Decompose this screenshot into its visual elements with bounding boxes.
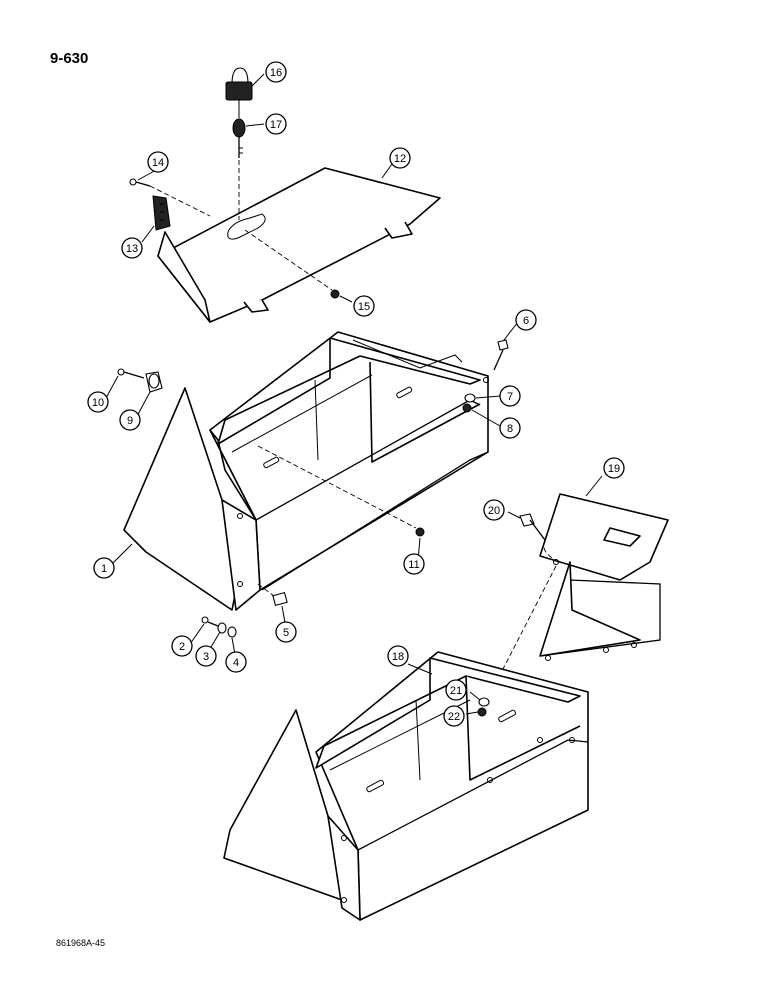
svg-text:10: 10 [92, 397, 104, 409]
svg-text:1: 1 [101, 563, 107, 575]
lid [539, 493, 669, 661]
svg-text:5: 5 [283, 627, 289, 639]
callout-19: 19 [603, 457, 625, 479]
svg-text:2: 2 [179, 641, 185, 653]
callout-9: 9 [119, 409, 141, 431]
svg-text:7: 7 [507, 391, 513, 403]
tray-bolt [493, 339, 509, 371]
tray-assembly [123, 331, 489, 611]
callout-4: 4 [225, 651, 247, 673]
callout-14: 14 [147, 151, 169, 173]
lower-tray [223, 651, 589, 921]
callout-1: 1 [93, 557, 115, 579]
svg-text:14: 14 [152, 157, 164, 169]
callout-3: 3 [195, 645, 217, 667]
cover-nut [330, 289, 340, 299]
callout-7: 7 [499, 385, 521, 407]
svg-text:12: 12 [394, 153, 406, 165]
svg-text:19: 19 [608, 463, 620, 475]
mount-bolt [201, 616, 219, 627]
svg-text:6: 6 [523, 315, 529, 327]
svg-text:22: 22 [448, 711, 460, 723]
callout-10: 10 [87, 391, 109, 413]
callout-21: 21 [445, 679, 467, 701]
callout-8: 8 [499, 417, 521, 439]
svg-text:16: 16 [270, 67, 282, 79]
tray-washer [464, 393, 476, 403]
callout-12: 12 [389, 147, 411, 169]
key [232, 118, 246, 158]
callout-5: 5 [275, 621, 297, 643]
svg-text:3: 3 [203, 651, 209, 663]
padlock [225, 67, 253, 118]
svg-text:4: 4 [233, 657, 239, 669]
lid-bolt [519, 513, 546, 541]
svg-text:15: 15 [358, 301, 370, 313]
callout-18: 18 [387, 645, 409, 667]
lower-nut [477, 707, 487, 717]
svg-text:17: 17 [270, 119, 282, 131]
svg-text:9: 9 [127, 415, 133, 427]
lower-washer [478, 697, 490, 707]
callout-17: 17 [265, 113, 287, 135]
latch-screw [129, 178, 151, 187]
svg-text:20: 20 [488, 505, 500, 517]
callout-2: 2 [171, 635, 193, 657]
callout-6: 6 [515, 309, 537, 331]
callout-13: 13 [121, 237, 143, 259]
callout-15: 15 [353, 295, 375, 317]
callout-16: 16 [265, 61, 287, 83]
mount-nut [272, 591, 288, 607]
latch [152, 195, 171, 231]
bumper-screw [117, 368, 145, 379]
callout-22: 22 [443, 705, 465, 727]
tray-nut [415, 527, 425, 537]
svg-text:13: 13 [126, 243, 138, 255]
cover-plate [157, 167, 441, 323]
mount-washer [217, 622, 227, 634]
bumper [145, 371, 163, 393]
svg-text:18: 18 [392, 651, 404, 663]
svg-text:21: 21 [450, 685, 462, 697]
tray-lock-nut [462, 403, 472, 413]
figure-id: 861968A-45 [56, 938, 106, 948]
callout-11: 11 [403, 553, 425, 575]
callout-20: 20 [483, 499, 505, 521]
mount-lock-washer [227, 626, 237, 638]
page-number: 9-630 [50, 50, 89, 67]
svg-text:11: 11 [408, 559, 419, 571]
svg-text:8: 8 [507, 423, 513, 435]
